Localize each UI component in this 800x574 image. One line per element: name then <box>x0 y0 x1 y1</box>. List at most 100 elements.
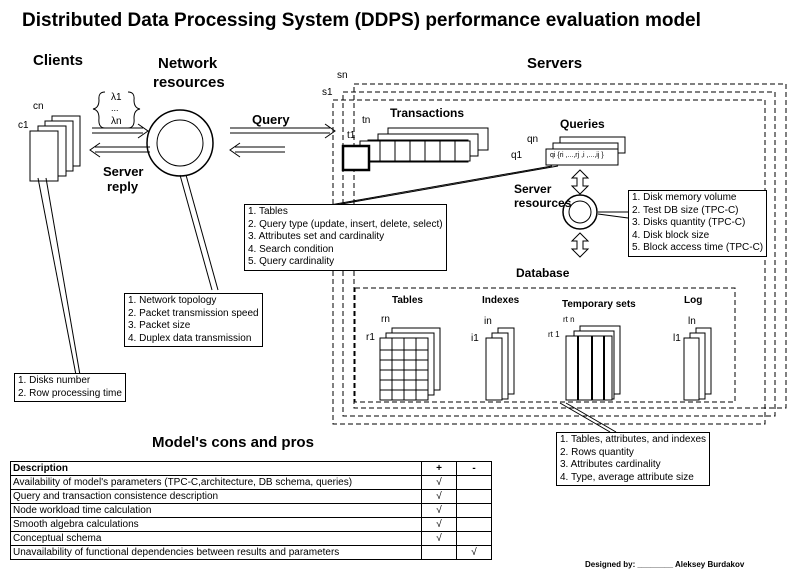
server-resource-circle <box>562 194 598 230</box>
network-note-2: 2. Packet transmission speed <box>128 307 259 319</box>
queries-stack <box>545 136 626 166</box>
row-minus <box>456 531 492 546</box>
database-note-3: 3. Attributes cardinality <box>560 459 661 470</box>
lambda-n: λn <box>111 116 122 127</box>
query-notes-box: 1. Tables 2. Query type (update, insert,… <box>244 204 447 271</box>
database-note-2: 2. Rows quantity <box>560 446 634 458</box>
transactions-stack <box>341 127 489 172</box>
server-reply-line2: reply <box>107 179 139 194</box>
clients-note-1: 1. Disks number <box>18 375 91 386</box>
transactions-label: Transactions <box>390 106 465 120</box>
index-i1-label: i1 <box>471 333 479 344</box>
query-note-4: 4. Search condition <box>248 243 334 255</box>
client-cn-label: cn <box>33 101 44 112</box>
row-description: Smooth algebra calculations <box>10 517 422 532</box>
query-arrows <box>89 123 336 158</box>
database-notes-box: 1. Tables, attributes, and indexes 2. Ro… <box>556 432 711 486</box>
row-plus: √ <box>421 517 457 532</box>
log-stack <box>683 327 712 401</box>
clients-note-2: 2. Row processing time <box>18 387 122 399</box>
resource-note-1: 1. Disk memory volume <box>632 192 737 203</box>
row-minus: √ <box>456 545 492 560</box>
table-row: Smooth algebra calculations √ <box>10 517 492 532</box>
resource-notes-box: 1. Disk memory volume 2. Test DB size (T… <box>628 190 768 257</box>
row-minus <box>456 489 492 504</box>
log-label: Log <box>684 295 703 306</box>
server-sn-label: sn <box>337 70 348 81</box>
temporary-sets-stack <box>565 325 621 401</box>
lambda-dots: ... <box>111 103 119 113</box>
network-circle <box>146 109 214 177</box>
resource-arrows <box>570 169 590 258</box>
temp-rtn-label: rt n <box>563 315 575 324</box>
network-note-1: 1. Network topology <box>128 295 217 306</box>
table-row: Conceptual schema √ <box>10 531 492 546</box>
servers-label: Servers <box>527 55 583 72</box>
network-label-line2: resources <box>153 74 225 91</box>
database-note-4: 4. Type, average attribute size <box>560 471 694 483</box>
network-notes-box: 1. Network topology 2. Packet transmissi… <box>124 293 263 347</box>
temporary-sets-label: Temporary sets <box>562 299 636 310</box>
network-note-4: 4. Duplex data transmission <box>128 332 252 344</box>
description-header: Description <box>10 461 422 476</box>
lambda-braces <box>92 91 141 129</box>
database-note-1: 1. Tables, attributes, and indexes <box>560 434 707 445</box>
callout-lines <box>37 165 629 433</box>
index-in-label: in <box>484 316 492 327</box>
query-note-5: 5. Query cardinality <box>248 256 335 267</box>
log-ln-label: ln <box>688 316 696 327</box>
row-plus: √ <box>421 475 457 490</box>
row-minus <box>456 503 492 518</box>
row-description: Conceptual schema <box>10 531 422 546</box>
plus-header: + <box>421 461 457 476</box>
minus-header: - <box>456 461 492 476</box>
row-description: Query and transaction consistence descri… <box>10 489 422 504</box>
row-minus <box>456 517 492 532</box>
query-qn-label: qn <box>527 134 539 145</box>
row-plus: √ <box>421 503 457 518</box>
cons-pros-heading: Model's cons and pros <box>152 434 314 451</box>
log-l1-label: l1 <box>673 333 681 344</box>
table-header-row: Description + - <box>10 461 492 476</box>
network-label-line1: Network <box>158 55 218 72</box>
row-minus <box>456 475 492 490</box>
query-note-1: 1. Tables <box>248 206 288 217</box>
network-note-3: 3. Packet size <box>128 320 191 331</box>
lambda-1: λ1 <box>111 92 122 103</box>
query-note-2: 2. Query type (update, insert, delete, s… <box>248 218 443 230</box>
row-plus <box>421 545 457 560</box>
resource-note-5: 5. Block access time (TPC-C) <box>632 242 764 253</box>
clients-label: Clients <box>33 52 84 69</box>
table-row: Node workload time calculation √ <box>10 503 492 518</box>
resource-note-2: 2. Test DB size (TPC-C) <box>632 204 739 216</box>
cons-pros-table: Description + - Availability of model's … <box>10 461 492 560</box>
server-s1-label: s1 <box>322 87 333 98</box>
table-row: Unavailability of functional dependencie… <box>10 545 492 560</box>
query-label: Query <box>252 112 290 127</box>
tables-stack <box>379 327 441 401</box>
row-plus: √ <box>421 489 457 504</box>
queries-label: Queries <box>560 117 605 131</box>
servers-frames <box>332 83 787 425</box>
database-label: Database <box>516 266 570 280</box>
resource-note-3: 3. Disks quantity (TPC-C) <box>632 217 746 228</box>
table-row: Availability of model's parameters (TPC-… <box>10 475 492 490</box>
query-q1-label: q1 <box>511 150 523 161</box>
table-row: Query and transaction consistence descri… <box>10 489 492 504</box>
database-frame <box>354 287 736 403</box>
page-title: Distributed Data Processing System (DDPS… <box>22 10 701 31</box>
indexes-label: Indexes <box>482 295 520 306</box>
row-plus: √ <box>421 531 457 546</box>
transaction-t1-label: t1 <box>347 130 356 141</box>
resource-note-4: 4. Disk block size <box>632 229 710 241</box>
table-r1-label: r1 <box>366 332 375 343</box>
query-note-3: 3. Attributes set and cardinality <box>248 231 385 242</box>
row-description: Node workload time calculation <box>10 503 422 518</box>
temp-rt1-label: rt 1 <box>548 330 560 339</box>
client-c1-label: c1 <box>18 120 29 131</box>
table-rn-label: rn <box>381 314 390 325</box>
indexes-stack <box>485 327 515 401</box>
row-description: Availability of model's parameters (TPC-… <box>10 475 422 490</box>
designer-signature: Designed by: ________ Aleksey Burdakov <box>585 560 745 569</box>
